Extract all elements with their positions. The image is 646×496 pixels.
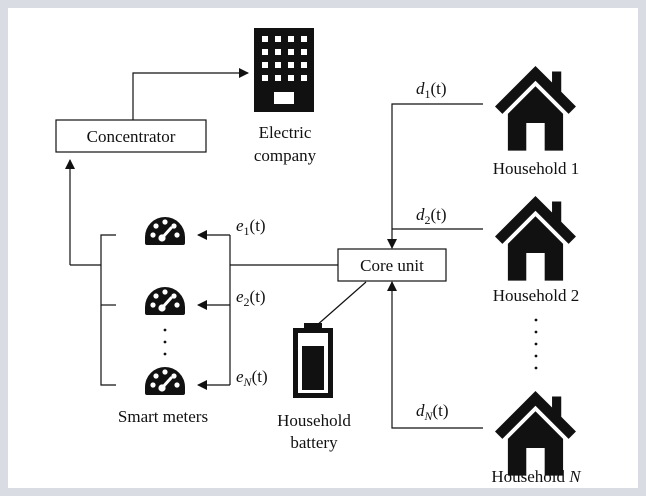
- diagram-canvas: Concentrator Core unit Electric company …: [8, 8, 638, 488]
- meter-signal-2: e2(t): [236, 287, 266, 309]
- meters-ellipsis: [163, 328, 167, 356]
- household-1-to-core-arrow: [387, 103, 483, 249]
- demand-signal-n: dN(t): [416, 401, 449, 423]
- household-1-label: Household 1: [493, 159, 579, 178]
- concentrator-to-company-arrow: [132, 68, 249, 120]
- household-n-to-core-arrow: [387, 281, 483, 429]
- gauge-meter-icon: [143, 285, 187, 317]
- demand-signal-1: d1(t): [416, 79, 447, 101]
- house-icon: [495, 196, 576, 281]
- concentrator-box: Concentrator: [55, 119, 207, 153]
- household-n-label: Household N: [491, 467, 582, 486]
- gauge-meter-icon: [143, 215, 187, 247]
- core-unit-box: Core unit: [337, 248, 447, 282]
- gauge-meter-icon: [143, 365, 187, 397]
- meters-left-bracket: [100, 234, 116, 386]
- smart-meters-label: Smart meters: [118, 407, 208, 426]
- office-building-icon: [254, 28, 314, 112]
- house-icon: [495, 391, 576, 476]
- battery-icon: [293, 323, 333, 398]
- core-unit-label: Core unit: [360, 256, 424, 275]
- electric-company-label-line1: Electric: [259, 123, 312, 142]
- household-2-label: Household 2: [493, 286, 579, 305]
- meter-signal-n: eN(t): [236, 367, 268, 389]
- meter-signal-1: e1(t): [236, 216, 266, 238]
- concentrator-label: Concentrator: [87, 127, 176, 146]
- system-diagram: Concentrator Core unit Electric company …: [55, 28, 582, 486]
- house-icon: [495, 66, 576, 151]
- battery-label-line2: battery: [290, 433, 338, 452]
- demand-signal-2: d2(t): [416, 205, 447, 227]
- electric-company-label-line2: company: [254, 146, 317, 165]
- battery-label-line1: Household: [277, 411, 351, 430]
- households-ellipsis: [534, 318, 538, 370]
- battery-to-core-line: [315, 281, 367, 327]
